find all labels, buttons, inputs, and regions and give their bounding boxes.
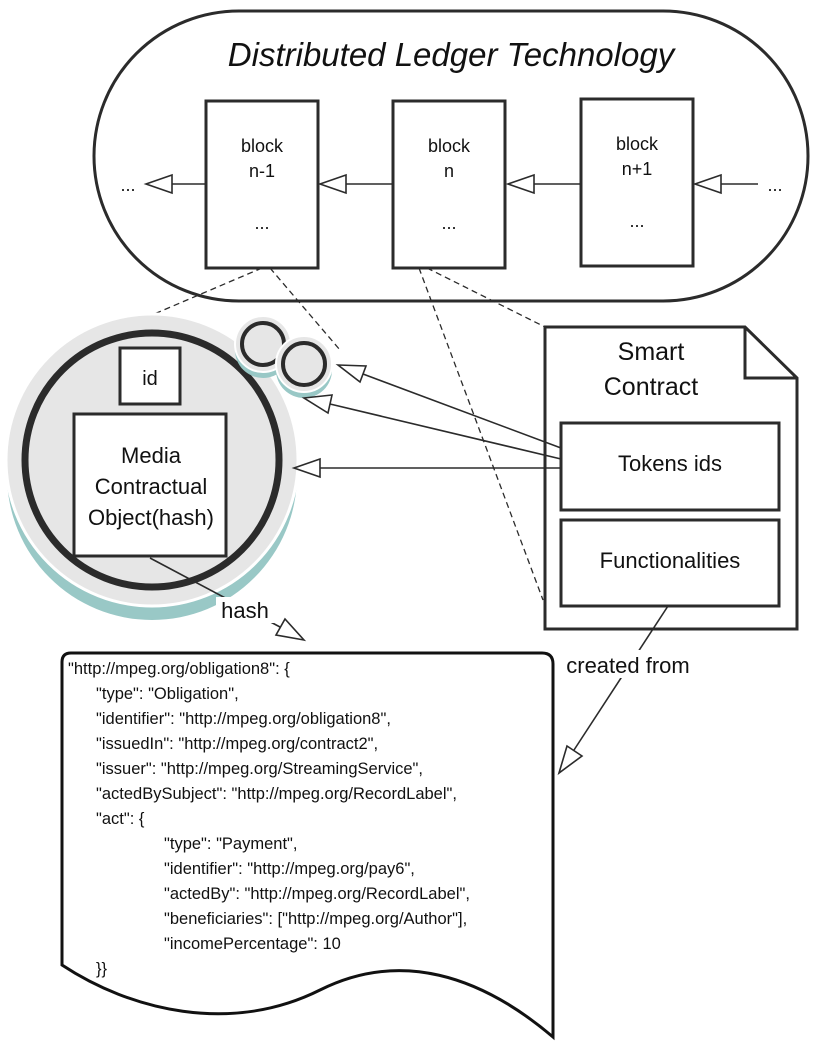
mco-hash-box bbox=[72, 412, 228, 558]
arrow-tokens-to-small-token-2 bbox=[301, 394, 562, 460]
small-token-2 bbox=[275, 335, 333, 398]
json-line: "http://mpeg.org/obligation8": { bbox=[68, 660, 290, 678]
dashed-link-block-to-mco-right bbox=[269, 267, 341, 351]
block-ellipsis: ... bbox=[441, 213, 456, 233]
json-line: "actedBySubject": "http://mpeg.org/Recor… bbox=[96, 785, 457, 803]
block-n-plus-1: block n+1 ... bbox=[579, 97, 695, 268]
block-number: n-1 bbox=[249, 161, 275, 181]
json-line: "incomePercentage": 10 bbox=[164, 935, 341, 953]
dashed-link-block-to-contract-top bbox=[426, 267, 546, 328]
hash-label-bg bbox=[216, 597, 274, 623]
chain-arrow-n-plus-1-to-n bbox=[505, 173, 581, 195]
block-label: block bbox=[428, 136, 471, 156]
chain-arrow-from-next bbox=[692, 173, 758, 195]
mco-token-ring bbox=[21, 329, 283, 591]
block-n-minus-1: block n-1 ... bbox=[204, 99, 320, 270]
block-n: block n ... bbox=[391, 99, 507, 270]
mco-id-box bbox=[118, 346, 182, 406]
json-line: }} bbox=[96, 960, 108, 978]
block-label: block bbox=[616, 134, 659, 154]
block-number: n+1 bbox=[622, 159, 653, 179]
json-line: "type": "Payment", bbox=[164, 835, 297, 853]
block-ellipsis: ... bbox=[254, 213, 269, 233]
json-line: "actedBy": "http://mpeg.org/RecordLabel"… bbox=[164, 885, 470, 903]
block-label: block bbox=[241, 136, 284, 156]
json-document bbox=[60, 651, 555, 1041]
created-from-label: created from bbox=[566, 653, 690, 678]
json-line: "type": "Obligation", bbox=[96, 685, 239, 703]
block-ellipsis: ... bbox=[629, 211, 644, 231]
json-line: "identifier": "http://mpeg.org/pay6", bbox=[164, 860, 415, 878]
mco-line-3: Object(hash) bbox=[88, 505, 214, 530]
tokens-ids-box bbox=[559, 421, 781, 512]
json-line: "act": { bbox=[96, 810, 145, 828]
dashed-link-block-to-contract-bottom bbox=[418, 267, 544, 601]
smart-contract-fold bbox=[743, 327, 797, 380]
tokens-ids-label: Tokens ids bbox=[618, 451, 722, 476]
chain-ellipsis-right: ... bbox=[767, 175, 782, 195]
json-line: "issuedIn": "http://mpeg.org/contract2", bbox=[96, 735, 378, 753]
chain-arrow-to-previous bbox=[143, 173, 206, 195]
json-line: "issuer": "http://mpeg.org/StreamingServ… bbox=[96, 760, 423, 778]
created-from-arrow bbox=[557, 605, 669, 776]
hash-label: hash bbox=[221, 598, 269, 623]
json-line: "identifier": "http://mpeg.org/obligatio… bbox=[96, 710, 391, 728]
chain-ellipsis-left: ... bbox=[120, 175, 135, 195]
chain-arrow-n-to-n-minus-1 bbox=[317, 173, 393, 195]
mco-id-label: id bbox=[142, 368, 158, 390]
functionalities-box bbox=[559, 518, 781, 608]
created-from-label-bg bbox=[557, 650, 699, 678]
json-line: "beneficiaries": ["http://mpeg.org/Autho… bbox=[164, 910, 467, 928]
smart-contract-title-line-1: Smart bbox=[618, 338, 685, 366]
arrow-tokens-to-small-token-1 bbox=[335, 364, 562, 449]
functionalities-label: Functionalities bbox=[600, 548, 741, 573]
block-number: n bbox=[444, 161, 454, 181]
dlt-title: Distributed Ledger Technology bbox=[228, 36, 677, 73]
mco-line-2: Contractual bbox=[95, 474, 208, 499]
smart-contract-title-line-2: Contract bbox=[604, 373, 699, 401]
mco-line-1: Media bbox=[121, 443, 182, 468]
arrow-tokens-to-mco bbox=[291, 457, 561, 479]
json-code: "http://mpeg.org/obligation8": { "type":… bbox=[68, 660, 470, 978]
